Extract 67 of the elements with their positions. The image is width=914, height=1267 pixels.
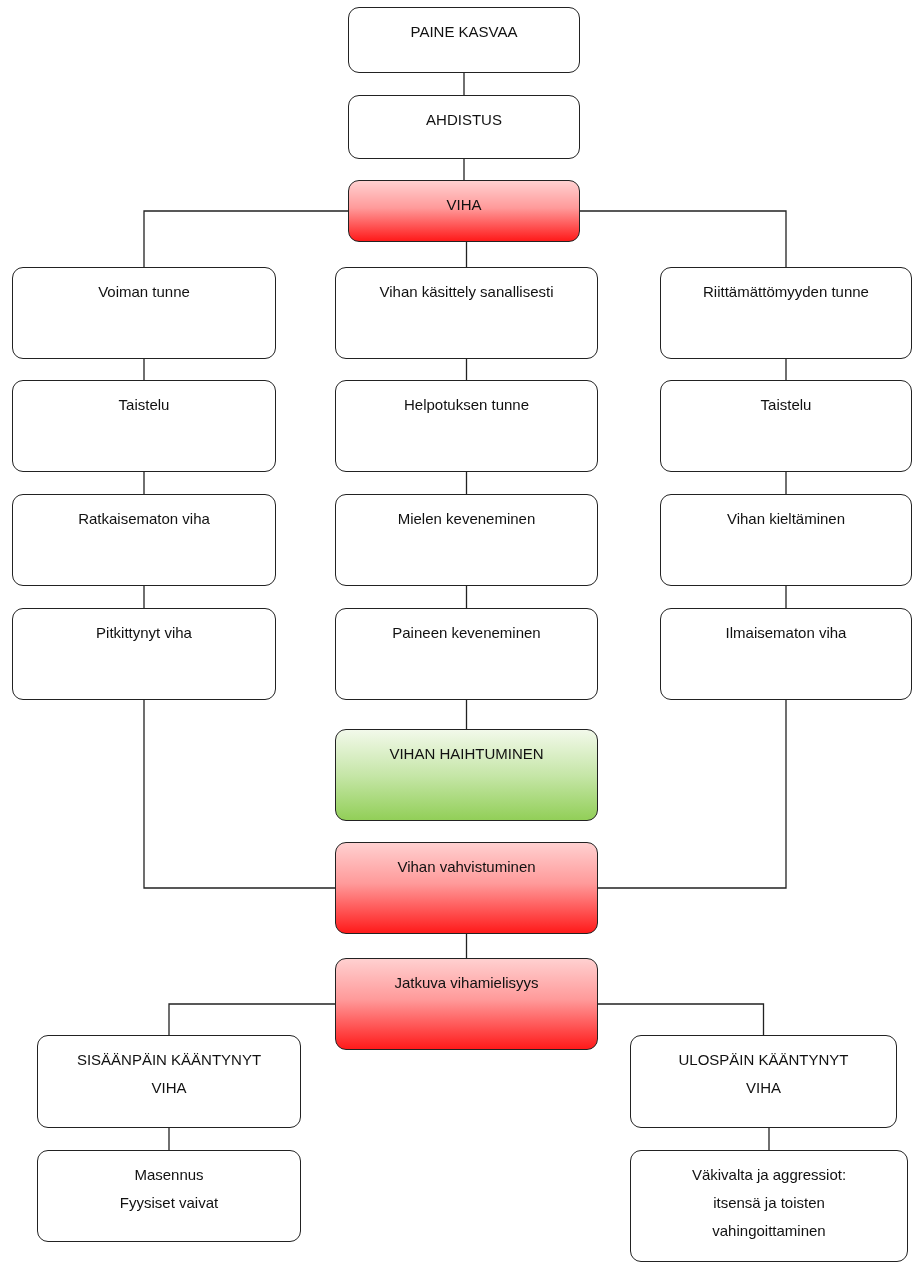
connector-line bbox=[785, 585, 787, 609]
connector-line bbox=[465, 933, 468, 959]
process-box bbox=[12, 380, 276, 472]
connector-line bbox=[143, 471, 145, 495]
process-box bbox=[335, 494, 598, 586]
connector-line bbox=[768, 1127, 770, 1151]
process-box bbox=[660, 380, 912, 472]
process-box bbox=[335, 958, 598, 1050]
process-box bbox=[37, 1035, 301, 1128]
box-text: Taistelu bbox=[118, 395, 170, 415]
process-box bbox=[348, 7, 580, 73]
connector-line bbox=[597, 1003, 765, 1036]
process-box bbox=[12, 267, 276, 359]
process-box bbox=[12, 494, 276, 586]
box-text: Fyysiset vaivat bbox=[119, 1193, 219, 1213]
connector-line bbox=[465, 585, 468, 609]
box-text: Riittämättömyyden tunne bbox=[703, 282, 869, 302]
box-text: Masennus bbox=[134, 1165, 204, 1185]
box-text: Voiman tunne bbox=[98, 282, 190, 302]
process-box bbox=[630, 1150, 908, 1262]
box-text: PAINE KASVAA bbox=[410, 22, 518, 42]
connector-line bbox=[785, 358, 787, 381]
box-text: Mielen keveneminen bbox=[397, 509, 536, 529]
connector-line bbox=[465, 699, 468, 730]
box-text: ULOSPÄIN KÄÄNTYNYT VIHA bbox=[677, 1050, 850, 1098]
process-box bbox=[37, 1150, 301, 1242]
process-box bbox=[335, 380, 598, 472]
process-box bbox=[335, 608, 598, 700]
connector-line bbox=[463, 72, 465, 96]
box-text: VIHA bbox=[446, 195, 482, 215]
box-text: Väkivalta ja aggressiot: itsensä ja toisten vahingoittaminen bbox=[690, 1165, 848, 1241]
box-text: Vihan vahvistuminen bbox=[397, 857, 536, 877]
box-text: Taistelu bbox=[760, 395, 812, 415]
connector-line bbox=[785, 471, 787, 495]
connector-line bbox=[168, 1127, 170, 1151]
connector-line bbox=[597, 699, 787, 889]
connector-line bbox=[143, 585, 145, 609]
connector-line bbox=[465, 358, 468, 381]
box-text: Jatkuva vihamielisyys bbox=[394, 973, 539, 993]
connector-line bbox=[463, 158, 465, 181]
process-box bbox=[630, 1035, 897, 1128]
connector-line bbox=[465, 241, 468, 268]
process-box bbox=[12, 608, 276, 700]
connector-line bbox=[579, 210, 787, 268]
box-text: Paineen keveneminen bbox=[392, 623, 541, 643]
connector-line bbox=[143, 699, 336, 889]
box-text: Ratkaisematon viha bbox=[78, 509, 210, 529]
connector-line bbox=[168, 1003, 336, 1036]
box-text: Pitkittynyt viha bbox=[96, 623, 192, 643]
box-text: Helpotuksen tunne bbox=[403, 395, 530, 415]
connector-line bbox=[465, 471, 468, 495]
box-text: AHDISTUS bbox=[426, 110, 502, 130]
box-text: Vihan kieltäminen bbox=[726, 509, 846, 529]
process-box bbox=[660, 267, 912, 359]
connector-line bbox=[143, 358, 145, 381]
box-text: Ilmaisematon viha bbox=[725, 623, 847, 643]
box-text: Vihan käsittely sanallisesti bbox=[379, 282, 554, 302]
process-box bbox=[660, 608, 912, 700]
process-box bbox=[348, 180, 580, 242]
process-box bbox=[335, 267, 598, 359]
process-box bbox=[335, 842, 598, 934]
process-box bbox=[335, 729, 598, 821]
process-box bbox=[348, 95, 580, 159]
process-box bbox=[660, 494, 912, 586]
connector-line bbox=[143, 210, 349, 268]
box-text: VIHAN HAIHTUMINEN bbox=[389, 744, 544, 764]
box-text: SISÄÄNPÄIN KÄÄNTYNYT VIHA bbox=[75, 1050, 263, 1098]
